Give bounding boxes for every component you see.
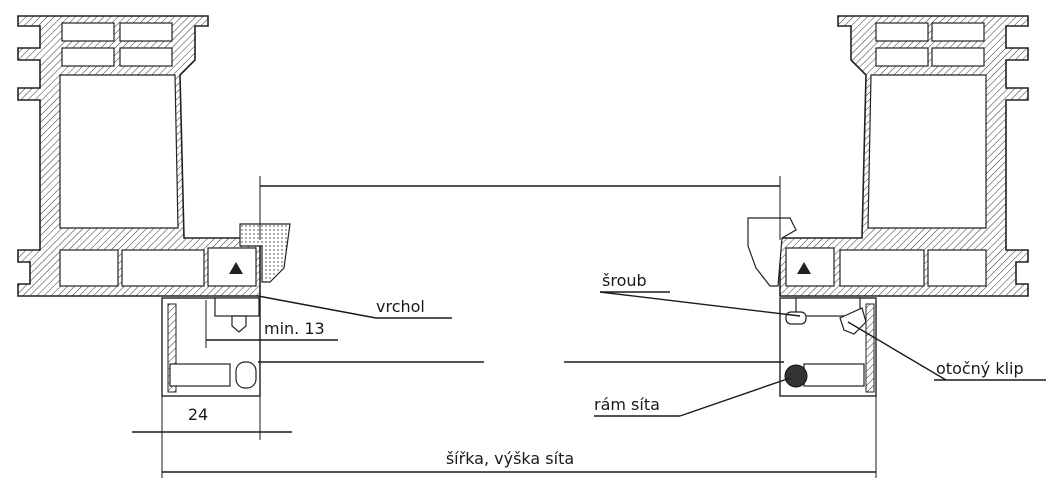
right-screen-frame [779,297,877,397]
left-screen-frame [161,297,261,397]
right-window-profile [747,15,1029,297]
screw-thread-icon [229,262,243,274]
screen-frame-seal [784,364,808,388]
label-otocny-klip: otočný klip [936,359,1024,378]
right-seal [747,217,797,287]
screw-head-icon [785,311,807,325]
label-sroub: šroub [602,271,647,290]
label-dimension-24: 24 [188,405,208,424]
dimension-lines [132,176,1046,478]
label-vrchol: vrchol [376,297,425,316]
screw-thread-icon [797,262,811,274]
left-window-profile [17,15,291,297]
label-ram-sita: rám síta [594,395,660,414]
pivot-clip-icon [839,307,867,335]
label-min-13: min. 13 [264,319,325,338]
top-seal [239,223,291,283]
label-width-height: šířka, výška síta [446,449,574,468]
